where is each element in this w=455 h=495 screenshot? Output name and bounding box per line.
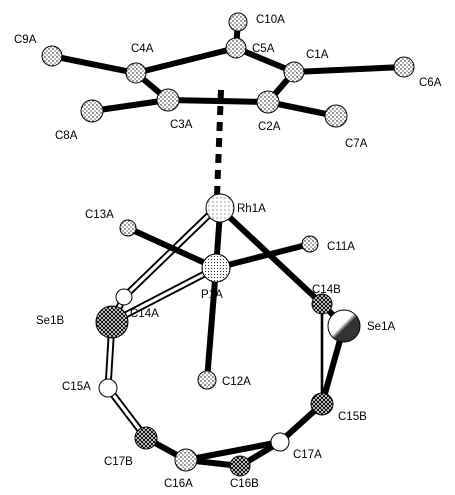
atom-c13a bbox=[119, 219, 137, 237]
label-c1a: C1A bbox=[306, 49, 329, 61]
atom-c8a bbox=[80, 99, 104, 123]
label-se1a: Se1A bbox=[367, 321, 395, 333]
label-c8a: C8A bbox=[55, 130, 78, 142]
atom-se1b bbox=[95, 305, 129, 339]
atom-c16a bbox=[174, 448, 198, 472]
atom-c11a bbox=[301, 235, 319, 253]
label-c16a: C16A bbox=[164, 478, 193, 490]
label-c7a: C7A bbox=[345, 138, 368, 150]
atom-c12a bbox=[197, 370, 217, 390]
atom-c7a bbox=[324, 104, 348, 128]
label-c12a: C12A bbox=[222, 376, 251, 388]
label-c2a: C2A bbox=[258, 121, 281, 133]
atom-c3a bbox=[156, 88, 180, 112]
label-c5a: C5A bbox=[252, 43, 275, 55]
atom-c9a bbox=[41, 45, 63, 67]
label-c17a: C17A bbox=[293, 449, 322, 461]
atom-p1a bbox=[201, 253, 231, 283]
label-c16b: C16B bbox=[230, 478, 259, 490]
label-c15b: C15B bbox=[338, 411, 367, 423]
label-c17b: C17B bbox=[104, 456, 133, 468]
label-c6a: C6A bbox=[419, 77, 442, 89]
atom-c16b bbox=[229, 455, 251, 477]
label-c3a: C3A bbox=[170, 119, 193, 131]
atom-c4a bbox=[125, 62, 147, 84]
atom-c2a bbox=[256, 90, 280, 114]
atoms bbox=[41, 12, 415, 477]
atom-c5a bbox=[225, 37, 247, 59]
atom-rh1a bbox=[205, 193, 235, 223]
atom-c1a bbox=[283, 61, 305, 83]
atom-c14b bbox=[311, 293, 333, 315]
atom-se1a bbox=[327, 309, 361, 343]
label-c13a: C13A bbox=[85, 209, 114, 221]
label-c14b: C14B bbox=[312, 284, 341, 296]
atom-c14a bbox=[115, 288, 133, 306]
label-c11a: C11A bbox=[327, 241, 355, 253]
cp-ring-bonds bbox=[49, 19, 407, 119]
centroid-bond bbox=[214, 89, 224, 197]
label-c15a: C15A bbox=[62, 381, 91, 393]
label-c9a: C9A bbox=[14, 34, 37, 46]
label-p1a: P1A bbox=[201, 289, 223, 301]
atom-c10a bbox=[228, 12, 248, 32]
atom-c17b bbox=[134, 426, 158, 450]
atom-c15b bbox=[310, 392, 334, 416]
atom-labels: C10A C9A C4A C5A C1A C6A C8A C3A C2A C7A… bbox=[14, 14, 442, 490]
label-c14a: C14A bbox=[130, 308, 159, 320]
label-rh1a: Rh1A bbox=[237, 203, 266, 215]
atom-c15a bbox=[98, 378, 118, 398]
label-c4a: C4A bbox=[131, 43, 154, 55]
atom-c6a bbox=[393, 56, 415, 78]
atom-c17a bbox=[270, 432, 290, 452]
label-se1b: Se1B bbox=[36, 315, 64, 327]
label-c10a: C10A bbox=[256, 14, 285, 26]
